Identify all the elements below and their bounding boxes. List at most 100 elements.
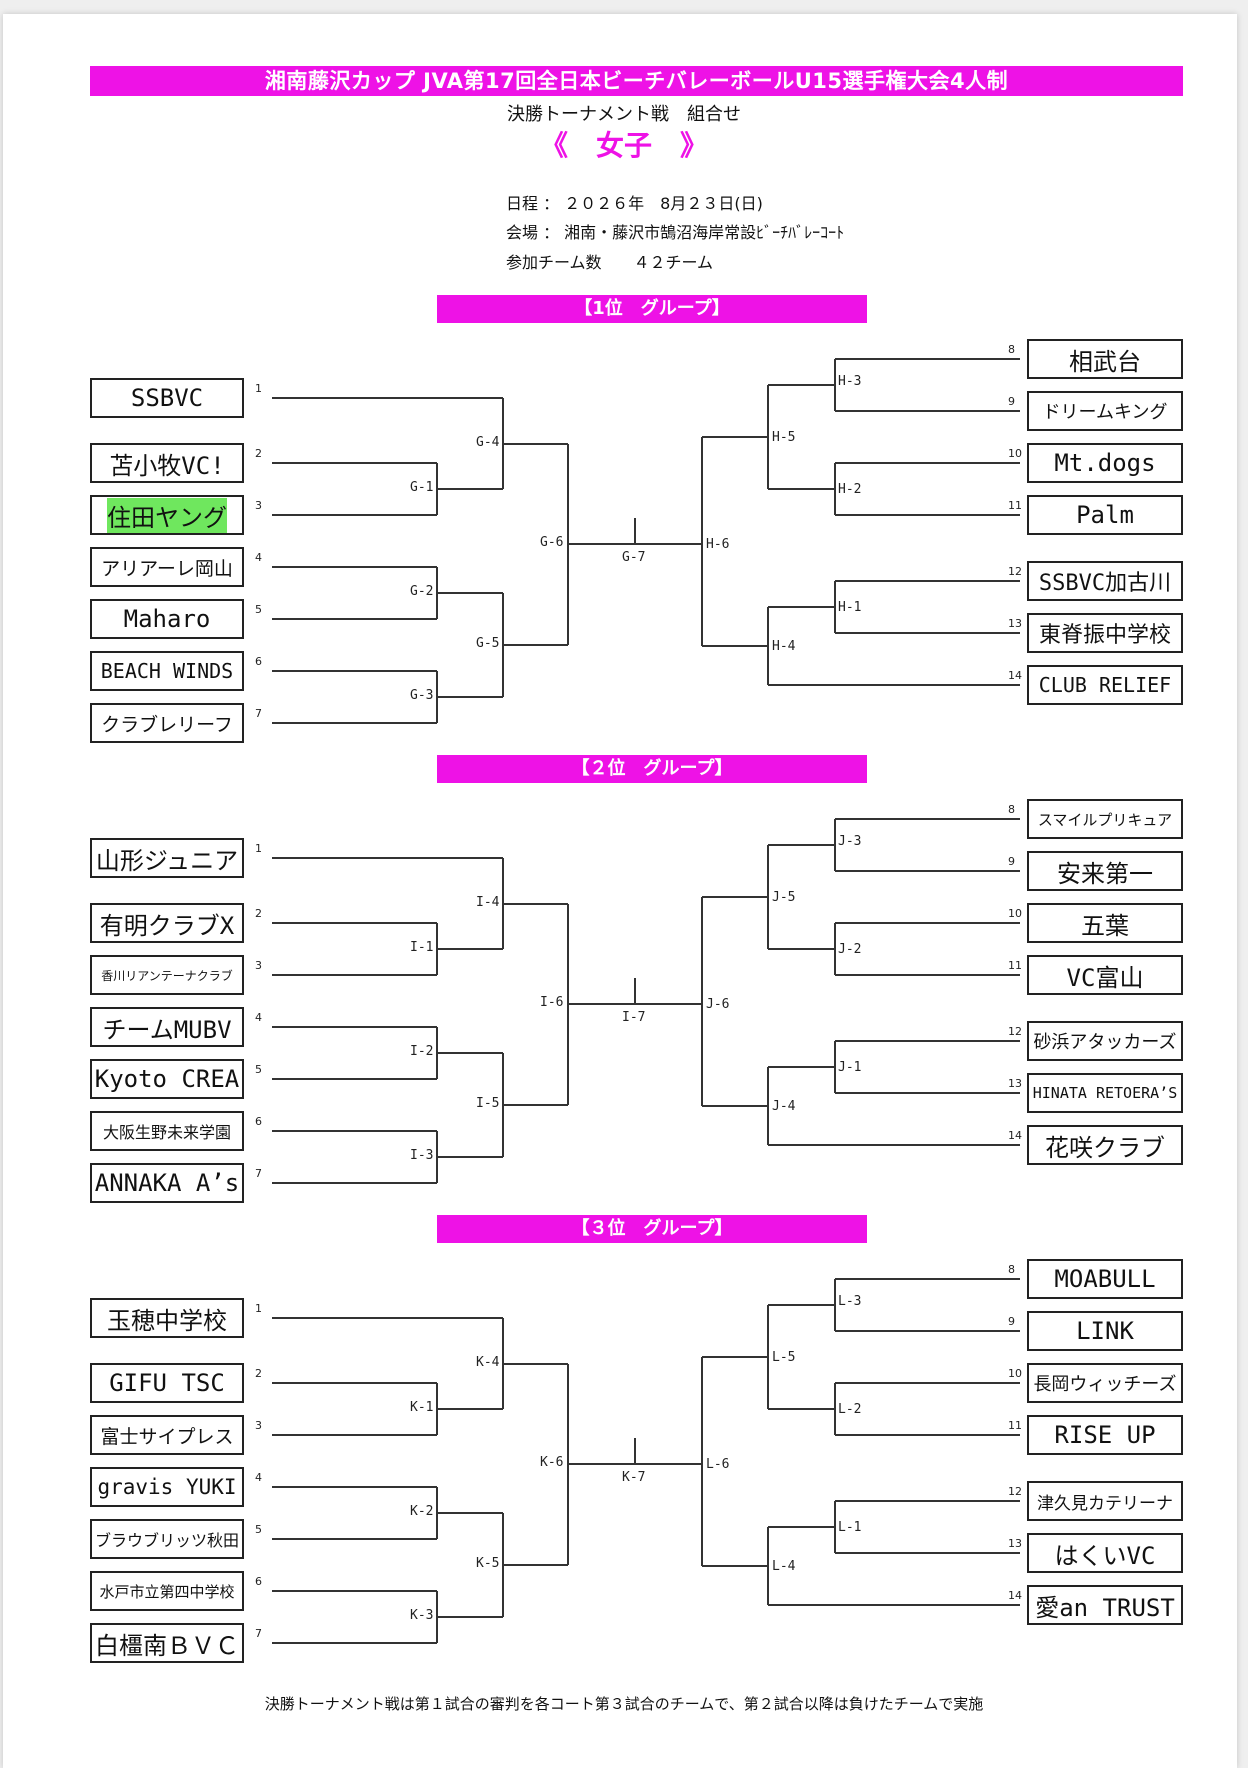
seed-number: 6 <box>255 655 262 668</box>
undefined <box>702 1105 768 1107</box>
bracket-line <box>835 1552 1020 1554</box>
team-box[interactable]: Kyoto CREA <box>90 1059 244 1099</box>
undefined <box>701 897 703 1106</box>
team-box[interactable]: 愛an TRUST <box>1027 1585 1183 1625</box>
undefined <box>768 1066 835 1068</box>
match-label: L-2 <box>838 1402 862 1417</box>
match-label: G-4 <box>476 434 500 450</box>
team-box[interactable]: 砂浜アタッカーズ <box>1027 1021 1183 1061</box>
group-banner: 【２位 グループ】 <box>437 755 867 783</box>
match-label: L-3 <box>838 1294 862 1309</box>
team-name: LINK <box>1076 1317 1134 1345</box>
team-box[interactable]: 津久見カテリーナ <box>1027 1481 1183 1521</box>
match-label: J-4 <box>772 1099 796 1114</box>
team-box[interactable]: 長岡ウィッチーズ <box>1027 1363 1183 1403</box>
team-box[interactable]: 安来第一 <box>1027 851 1183 891</box>
team-box[interactable]: ドリームキング <box>1027 391 1183 431</box>
seed-number: 14 <box>1008 669 1022 682</box>
undefined <box>767 1305 769 1409</box>
seed-number: 1 <box>255 382 262 395</box>
seed-number: 10 <box>1008 1367 1022 1380</box>
team-box[interactable]: チームMUBV <box>90 1007 244 1047</box>
team-box[interactable]: 香川リアンテーナクラブ <box>90 955 244 995</box>
undefined <box>437 1052 503 1054</box>
team-box[interactable]: 山形ジュニア <box>90 838 244 878</box>
team-name: 津久見カテリーナ <box>1037 1493 1173 1514</box>
team-box[interactable]: スマイルプリキュア <box>1027 799 1183 839</box>
undefined <box>768 1526 835 1528</box>
team-box[interactable]: ブラウブリッツ秋田 <box>90 1519 244 1559</box>
team-name: 相武台 <box>1069 347 1141 376</box>
bracket-line <box>835 1278 1020 1280</box>
team-box[interactable]: 苫小牧VC! <box>90 443 244 483</box>
team-box[interactable]: RISE UP <box>1027 1415 1183 1455</box>
team-box[interactable]: LINK <box>1027 1311 1183 1351</box>
bracket-line <box>835 818 1020 820</box>
team-box[interactable]: HINATA RETOERA’S <box>1027 1073 1183 1113</box>
team-box[interactable]: 東脊振中学校 <box>1027 613 1183 653</box>
team-box[interactable]: 大阪生野未来学園 <box>90 1111 244 1151</box>
team-box[interactable]: はくいVC <box>1027 1533 1183 1573</box>
team-box[interactable]: ANNAKA A’s <box>90 1163 244 1203</box>
team-name: Palm <box>1076 501 1134 529</box>
undefined <box>503 442 568 445</box>
team-box[interactable]: Maharo <box>90 599 244 639</box>
seed-number: 3 <box>255 959 262 972</box>
team-box[interactable]: 有明クラブX <box>90 903 244 943</box>
team-box[interactable]: 花咲クラブ <box>1027 1125 1183 1165</box>
team-box[interactable]: 水戸市立第四中学校 <box>90 1571 244 1611</box>
match-label: J-6 <box>706 997 730 1013</box>
bracket-line <box>835 632 1020 634</box>
bracket-line <box>272 974 437 976</box>
seed-number: 1 <box>255 842 262 855</box>
team-name: 玉穂中学校 <box>107 1306 227 1335</box>
undefined <box>768 948 835 950</box>
match-label: G-5 <box>476 636 500 651</box>
team-box[interactable]: 五葉 <box>1027 903 1183 943</box>
team-box[interactable]: SSBVC加古川 <box>1027 561 1183 601</box>
match-label: H-2 <box>838 482 862 497</box>
team-name: VC富山 <box>1066 963 1144 992</box>
undefined <box>503 902 568 905</box>
match-label: K-6 <box>540 1455 564 1471</box>
undefined <box>768 1408 835 1410</box>
team-box[interactable]: GIFU TSC <box>90 1363 244 1403</box>
team-name: 愛an TRUST <box>1035 1593 1175 1622</box>
seed-number: 8 <box>1008 803 1015 816</box>
undefined <box>834 1383 836 1435</box>
undefined <box>437 1408 503 1410</box>
team-box[interactable]: 玉穂中学校 <box>90 1298 244 1338</box>
team-box[interactable]: 相武台 <box>1027 339 1183 379</box>
team-box[interactable]: 富士サイプレス <box>90 1415 244 1455</box>
undefined <box>503 1104 568 1106</box>
team-name: RISE UP <box>1054 1421 1156 1449</box>
team-box[interactable]: Mt.dogs <box>1027 443 1183 483</box>
gender-label: 《 女子 》 <box>539 129 708 162</box>
match-label: I-2 <box>410 1044 434 1059</box>
seed-number: 11 <box>1008 499 1022 512</box>
team-name: 砂浜アタッカーズ <box>1033 1032 1177 1053</box>
undefined <box>834 1041 836 1093</box>
bracket-line <box>272 857 503 859</box>
team-box[interactable]: 住田ヤング <box>90 495 244 535</box>
team-box[interactable]: gravis YUKI <box>90 1467 244 1507</box>
team-box[interactable]: Palm <box>1027 495 1183 535</box>
team-box[interactable]: MOABULL <box>1027 1259 1183 1299</box>
seed-number: 12 <box>1008 565 1022 578</box>
team-name: MOABULL <box>1054 1265 1156 1293</box>
seed-number: 13 <box>1008 1077 1022 1090</box>
seed-number: 13 <box>1008 1537 1022 1550</box>
team-box[interactable]: BEACH WINDS <box>90 651 244 691</box>
bracket-line <box>768 684 1020 686</box>
team-box[interactable]: アリアーレ岡山 <box>90 547 244 587</box>
team-box[interactable]: SSBVC <box>90 378 244 418</box>
team-name: 東脊振中学校 <box>1038 623 1171 648</box>
team-name: 安来第一 <box>1057 859 1153 888</box>
team-box[interactable]: 白橿南ＢＶＣ <box>90 1623 244 1663</box>
team-name: SSBVC <box>130 384 204 412</box>
bracket-line <box>835 358 1020 360</box>
team-box[interactable]: クラブレリーフ <box>90 703 244 743</box>
team-box[interactable]: CLUB RELIEF <box>1027 665 1183 705</box>
team-box[interactable]: VC富山 <box>1027 955 1183 995</box>
team-name: クラブレリーフ <box>101 713 233 736</box>
